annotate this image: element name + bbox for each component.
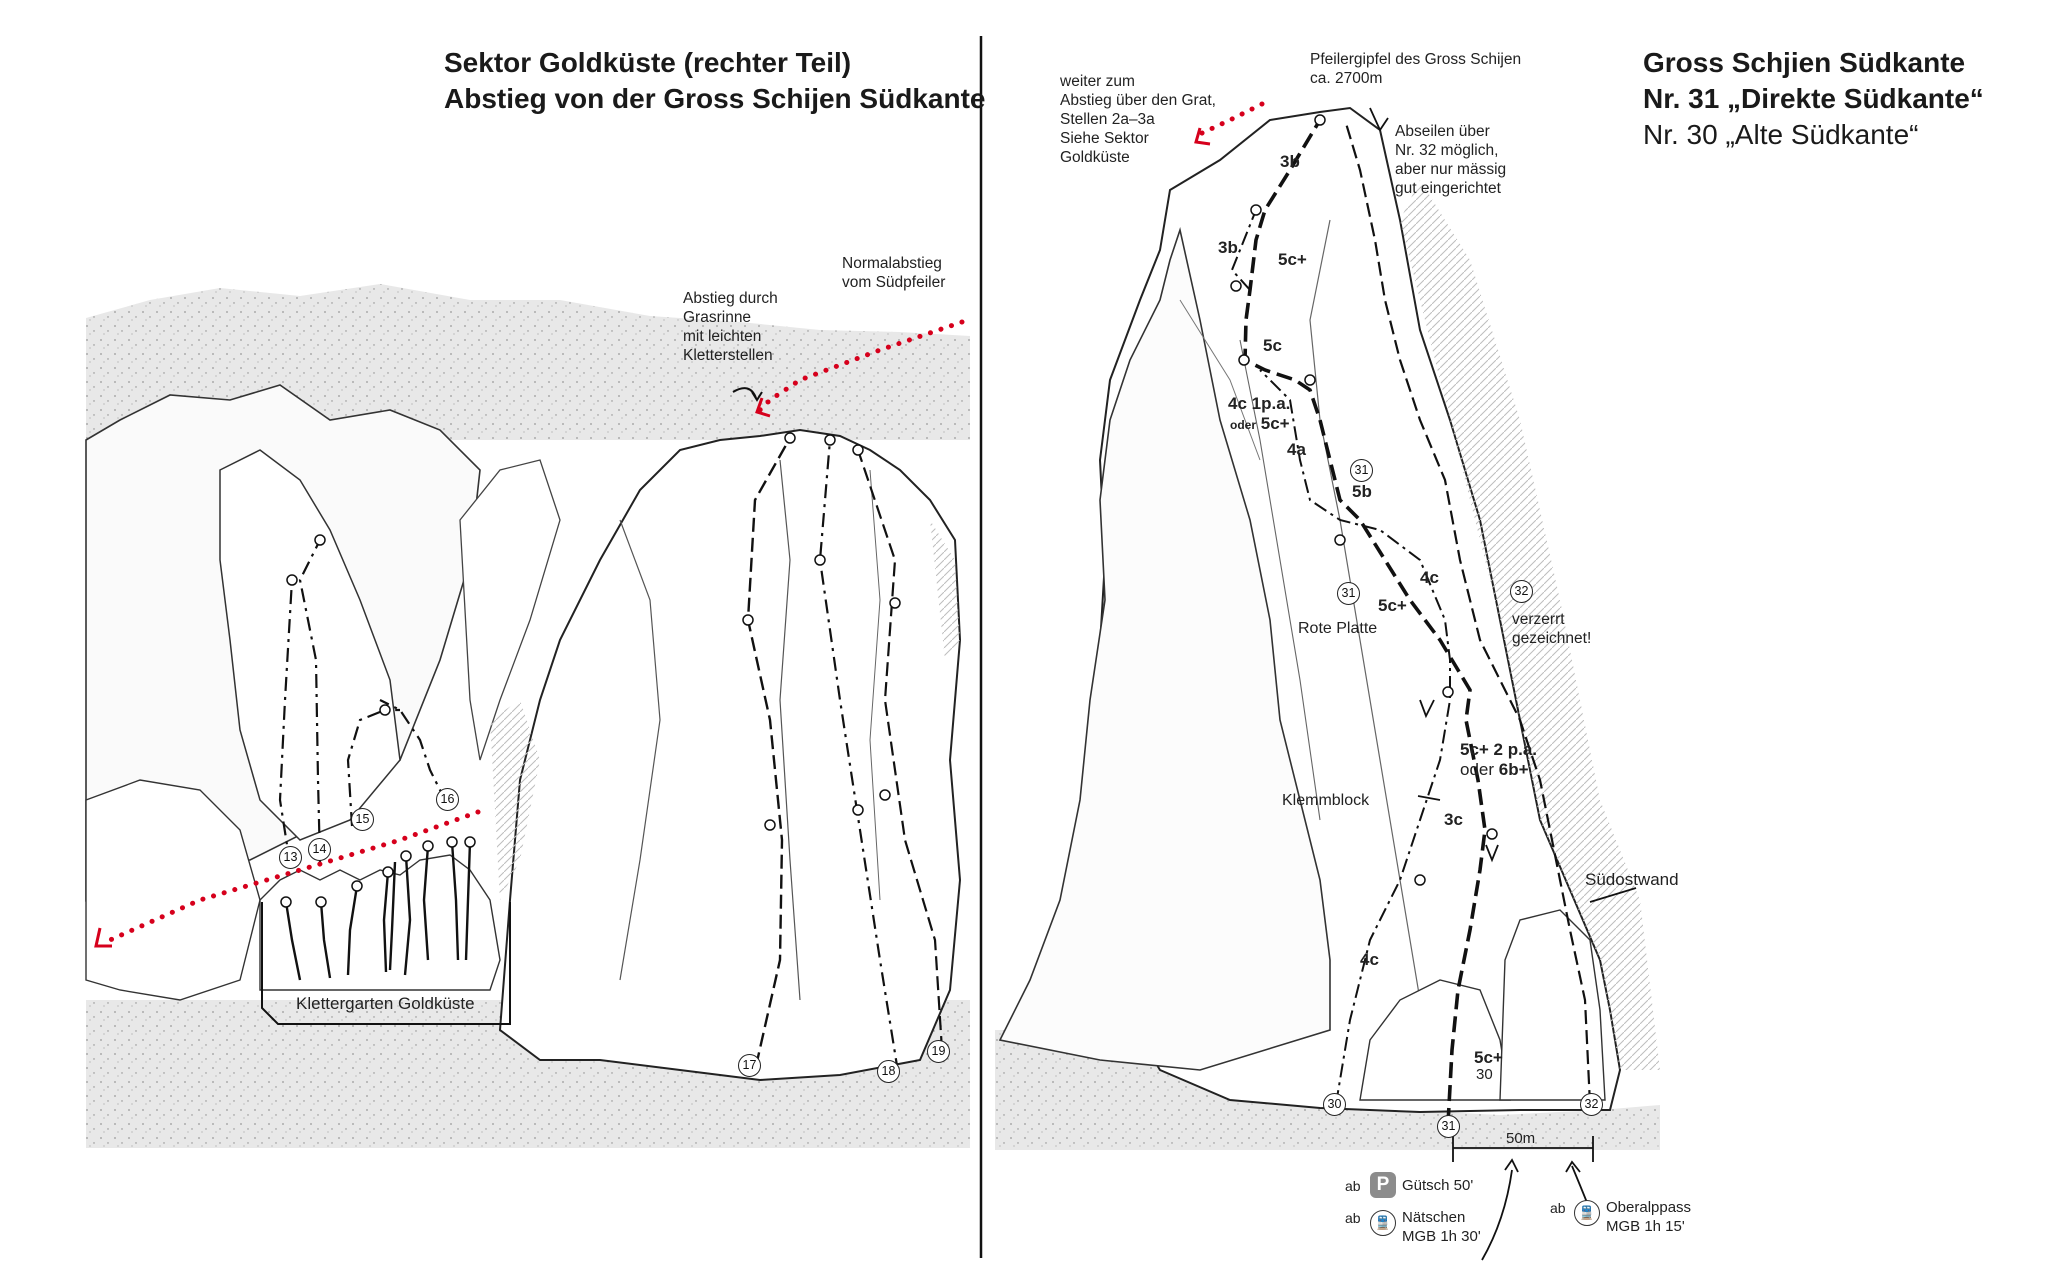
right-left-mass — [998, 227, 1331, 1071]
arrow-down-a — [1419, 699, 1435, 719]
grade-4c-mid: 4c — [1420, 568, 1439, 587]
grade-5cplus-top: 5c+ — [1278, 250, 1307, 269]
label-distance: 50m — [1506, 1130, 1536, 1147]
right-ground — [995, 1030, 1660, 1150]
route-32-line — [1343, 119, 1592, 1105]
left-lower-rock — [85, 779, 261, 1001]
left-pillar-b — [459, 459, 561, 761]
klemmblock-pointer — [1417, 795, 1441, 801]
label-rote-platte: Rote Platte — [1298, 620, 1378, 637]
grade-4c-1pa: 4c 1p.a. — [1228, 394, 1291, 413]
left-main-pillar — [498, 428, 962, 1082]
klettergarten-label: Klettergarten Goldküste — [296, 994, 475, 1013]
route-number-32-top[interactable]: 32 — [1510, 580, 1533, 603]
label-klemmblock: Klemmblock — [1282, 792, 1370, 809]
grade-3b-left: 3b — [1218, 238, 1238, 257]
note-weiter: weiter zum Abstieg über den Grat, Stelle… — [1060, 73, 1216, 166]
note-verzerrt: verzerrt gezeichnet! — [1512, 611, 1592, 647]
grade-3c: 3c — [1444, 810, 1463, 829]
grade-5c: 5c — [1263, 336, 1282, 355]
route-number-18[interactable]: 18 — [877, 1060, 900, 1083]
right-title-line1: Gross Schjien Südkante — [1643, 47, 1966, 78]
parking-icon: P — [1370, 1172, 1396, 1198]
grade-oder-5cplus: oder 5c+ — [1230, 414, 1290, 433]
access-ab-1: ab — [1345, 1178, 1361, 1194]
access-guetsch: Gütsch 50' — [1402, 1177, 1474, 1194]
note-normalabstieg: Normalabstieg vom Südpfeiler — [842, 255, 946, 291]
right-title-line3: Nr. 30 „Alte Südkante“ — [1643, 119, 1919, 150]
route-number-14[interactable]: 14 — [308, 838, 331, 861]
arrow-down-b — [1485, 844, 1499, 863]
grade-4a: 4a — [1287, 440, 1306, 459]
route-number-31[interactable]: 31 — [1437, 1115, 1460, 1138]
arrow-abseilen — [1369, 107, 1389, 132]
route-17-line — [746, 437, 792, 1067]
access-ab-2: ab — [1345, 1210, 1361, 1226]
route-19-line — [856, 449, 944, 1051]
left-grass-slope — [86, 284, 970, 440]
train-icon: 🚆 — [1370, 1210, 1396, 1236]
klettergarten-crag — [259, 854, 501, 991]
left-title-line2: Abstieg von der Gross Schijen Südkante — [444, 83, 986, 114]
scale-50m — [1452, 1136, 1594, 1162]
route-number-19[interactable]: 19 — [927, 1040, 950, 1063]
route-number-31-a[interactable]: 31 — [1350, 459, 1373, 482]
grade-3b-top: 3b — [1280, 152, 1300, 171]
descent-dots — [107, 101, 1265, 943]
route-30-line — [1259, 369, 1451, 1105]
note-abstieg-grasrinne: Abstieg durch Grasrinne mit leichten Kle… — [683, 290, 778, 364]
right-panel-drawing — [995, 106, 1660, 1150]
route-number-16[interactable]: 16 — [436, 788, 459, 811]
grade-5b: 5b — [1352, 482, 1372, 501]
route-31-line — [1243, 119, 1487, 1125]
route-18-line — [818, 439, 900, 1073]
route-number-17[interactable]: 17 — [738, 1054, 761, 1077]
grade-5c-2pa: 5c+ 2 p.a. — [1460, 740, 1538, 759]
route-number-30[interactable]: 30 — [1323, 1093, 1346, 1116]
grade-oder-6bplus: oder 6b+ — [1460, 760, 1529, 779]
arrow-suedostwand — [1589, 887, 1637, 903]
grade-4c-low: 4c — [1360, 950, 1379, 969]
left-pillar-a — [219, 449, 401, 841]
access-oberalp: Oberalppass MGB 1h 15' — [1606, 1199, 1692, 1235]
route-number-15[interactable]: 15 — [351, 808, 374, 831]
left-title-line1: Sektor Goldküste (rechter Teil) — [444, 47, 852, 78]
access-ab-3: ab — [1550, 1200, 1566, 1216]
route-number-31-b[interactable]: 31 — [1337, 582, 1360, 605]
grade-5cplus-mid: 5c+ — [1378, 596, 1407, 615]
access-naetschen: Nätschen MGB 1h 30' — [1402, 1209, 1481, 1245]
east-face-hatch — [1400, 180, 1660, 1070]
right-title-line2: Nr. 31 „Direkte Südkante“ — [1643, 83, 1984, 114]
label-suedostwand: Südostwand — [1585, 870, 1679, 889]
note-abseilen: Abseilen über Nr. 32 möglich, aber nur m… — [1395, 123, 1507, 197]
left-routes-13-16 — [278, 539, 447, 865]
grade-30-sub: 30 — [1476, 1066, 1493, 1083]
left-panel-drawing — [85, 284, 970, 1148]
klettergarten-bracket — [261, 902, 511, 1025]
train-icon-2: 🚆 — [1574, 1200, 1600, 1226]
grade-5cplus-low: 5c+ — [1474, 1048, 1503, 1067]
descent-arrowheads — [94, 127, 1211, 948]
route-number-32[interactable]: 32 — [1580, 1093, 1603, 1116]
note-summit: Pfeilergipfel des Gross Schijen ca. 2700… — [1310, 51, 1522, 87]
route-number-13[interactable]: 13 — [279, 846, 302, 869]
klettergarten-routes — [284, 841, 472, 981]
